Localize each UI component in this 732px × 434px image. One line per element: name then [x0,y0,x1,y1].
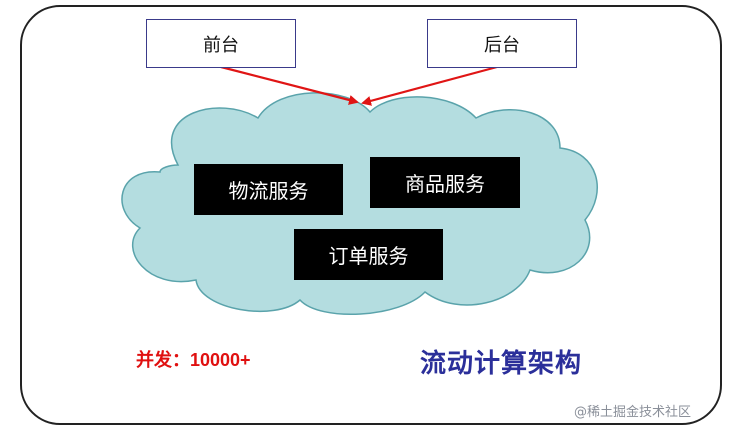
frontend-label: 前台 [203,34,239,56]
arrow-frontend-to-cloud [220,65,359,105]
order-service-node: 订单服务 [294,229,443,280]
product-service-label: 商品服务 [405,172,485,196]
product-service-node: 商品服务 [370,157,520,208]
concurrency-label: 并发：10000+ [136,350,251,370]
arrow-backend-to-cloud [361,65,498,106]
logistics-service-node: 物流服务 [194,164,343,215]
backend-label: 后台 [484,34,520,56]
architecture-title: 流动计算架构 [420,349,583,379]
backend-node: 后台 [427,19,577,68]
cloud-shape [121,92,598,315]
watermark-text: @稀土掘金技术社区 [574,405,692,420]
logistics-service-label: 物流服务 [228,179,309,203]
order-service-label: 订单服务 [328,244,409,268]
frontend-node: 前台 [146,19,296,68]
